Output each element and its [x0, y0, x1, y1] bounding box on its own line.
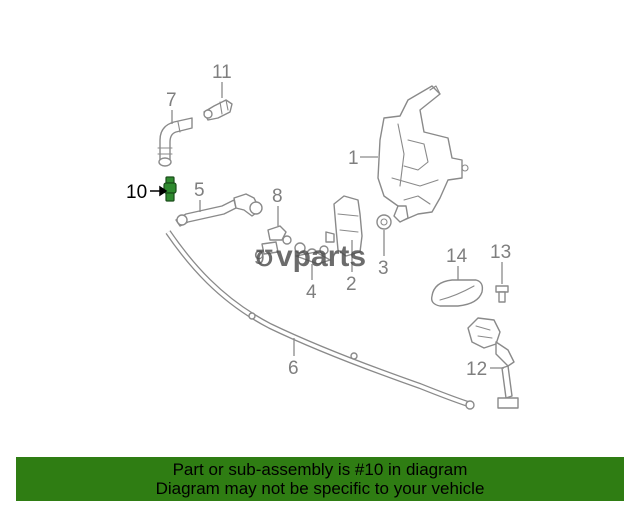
banner-line-2: Diagram may not be specific to your vehi…	[155, 479, 485, 498]
hose-part-5	[175, 193, 263, 227]
fitting-part-9	[261, 241, 279, 255]
arrow-10	[150, 185, 168, 197]
nozzle-part-12	[467, 317, 519, 409]
watermark-prefix: ℧	[256, 246, 273, 271]
callout-1: 1	[348, 148, 359, 169]
reservoir-part-1	[377, 85, 469, 223]
callout-7: 7	[166, 90, 177, 111]
callout-labels: 1 2 3 4 5 6 7 8 9 10 11 12 13 14	[126, 62, 511, 380]
long-hose-part-6	[165, 230, 475, 410]
callout-4: 4	[306, 282, 317, 303]
connector-part-11	[203, 99, 233, 121]
check-valve-part-10	[163, 176, 177, 202]
callout-6: 6	[288, 358, 299, 379]
callout-3: 3	[378, 258, 389, 279]
grommet-part-3	[376, 214, 392, 230]
elbow-hose-part-7	[157, 117, 193, 167]
callout-9: 9	[254, 248, 265, 269]
callout-14: 14	[446, 246, 468, 267]
callout-11: 11	[212, 62, 232, 83]
banner-line-1: Part or sub-assembly is #10 in diagram	[172, 460, 468, 479]
callout-10: 10	[126, 182, 147, 203]
bolt-part-13	[495, 285, 509, 303]
callout-13: 13	[490, 242, 511, 263]
watermark: ℧ vparts	[256, 240, 366, 273]
fitting-part-8	[267, 225, 292, 245]
callout-12: 12	[466, 359, 487, 380]
pump-part-2	[325, 195, 363, 257]
info-banner: Part or sub-assembly is #10 in diagram D…	[16, 457, 624, 501]
callout-8: 8	[272, 186, 283, 207]
connector-part-4	[294, 242, 331, 265]
callout-5: 5	[194, 180, 205, 201]
leader-lines	[150, 82, 504, 369]
watermark-text: vparts	[276, 240, 366, 273]
cover-part-14	[430, 279, 484, 307]
callout-2: 2	[346, 274, 357, 295]
